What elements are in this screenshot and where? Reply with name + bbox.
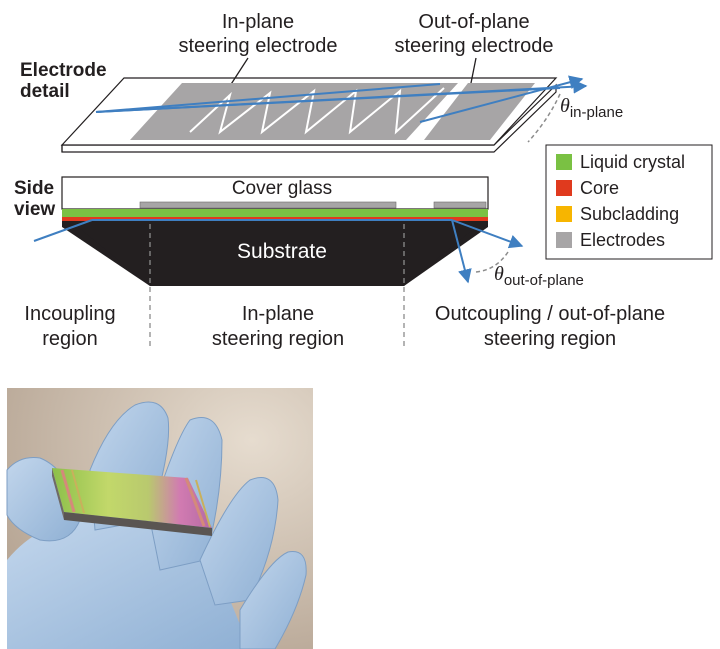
in-plane-angle-label: θin-plane [560, 95, 623, 121]
cover-glass-label: Cover glass [232, 178, 332, 199]
legend-item: Liquid crystal [556, 152, 685, 172]
side-in-plane-electrode [139, 201, 397, 209]
in-plane-region-line1: In-plane [242, 303, 314, 325]
in-plane-deflected-beam [95, 79, 588, 113]
side-output-beam-deflected [451, 219, 472, 284]
electrode-detail-label-line2: detail [20, 81, 70, 102]
legend-label: Electrodes [580, 230, 665, 250]
legend-item: Electrodes [556, 230, 665, 250]
side-output-beam-horizontal [451, 219, 524, 249]
theta-symbol: θ [560, 95, 570, 117]
legend: Liquid crystal Core Subcladding Electrod… [545, 144, 713, 260]
waveguide-chip [52, 468, 212, 536]
in-plane-subscript: in-plane [570, 104, 623, 121]
legend-swatch [556, 180, 572, 196]
legend-item: Core [556, 178, 619, 198]
in-plane-output-beam [419, 75, 584, 123]
in-plane-electrode-label-line1: In-plane [222, 11, 294, 33]
outcoupling-region-line2: steering region [484, 328, 616, 350]
legend-label: Subcladding [580, 204, 679, 224]
outcoupling-region-line1: Outcoupling / out-of-plane [435, 303, 665, 325]
theta-symbol: θ [494, 263, 504, 285]
substrate-label: Substrate [237, 240, 327, 263]
in-plane-region-line2: steering region [212, 328, 344, 350]
device-photo [6, 388, 313, 649]
incoupling-region-line1: Incoupling [24, 303, 115, 325]
in-plane-angle-arc [527, 93, 561, 143]
legend-swatch [556, 232, 572, 248]
legend-item: Subcladding [556, 204, 679, 224]
out-of-plane-electrode-label-line1: Out-of-plane [418, 11, 529, 33]
incoupling-region-line2: region [42, 328, 98, 350]
legend-box [545, 144, 713, 260]
out-of-plane-angle-arc [475, 251, 509, 273]
in-plane-electrode [130, 83, 458, 140]
out-of-plane-electrode [424, 83, 535, 140]
legend-label: Liquid crystal [580, 152, 685, 172]
liquid-crystal-layer [62, 209, 488, 217]
beam-reflection [95, 83, 441, 113]
out-of-plane-electrode-label-line2: steering electrode [395, 35, 554, 57]
electrode-detail-label-line1: Electrode [20, 60, 107, 81]
out-of-plane-angle-label: θout-of-plane [494, 263, 584, 289]
electrode-detail: Electrode detail In-plane steering elect… [20, 11, 623, 153]
in-plane-electrode-label-line2: steering electrode [179, 35, 338, 57]
region-labels: Incoupling region In-plane steering regi… [24, 303, 665, 350]
side-incoming-beam [33, 219, 93, 242]
side-view: Side view Cover glass Substrate θout-of-… [14, 176, 584, 350]
legend-swatch [556, 206, 572, 222]
legend-swatch [556, 154, 572, 170]
side-view-label-line1: Side [14, 178, 54, 199]
side-out-of-plane-electrode [433, 201, 487, 209]
zigzag-beam-path [189, 87, 445, 135]
legend-label: Core [580, 178, 619, 198]
side-view-label-line2: view [14, 199, 55, 220]
out-of-plane-subscript: out-of-plane [504, 272, 584, 289]
